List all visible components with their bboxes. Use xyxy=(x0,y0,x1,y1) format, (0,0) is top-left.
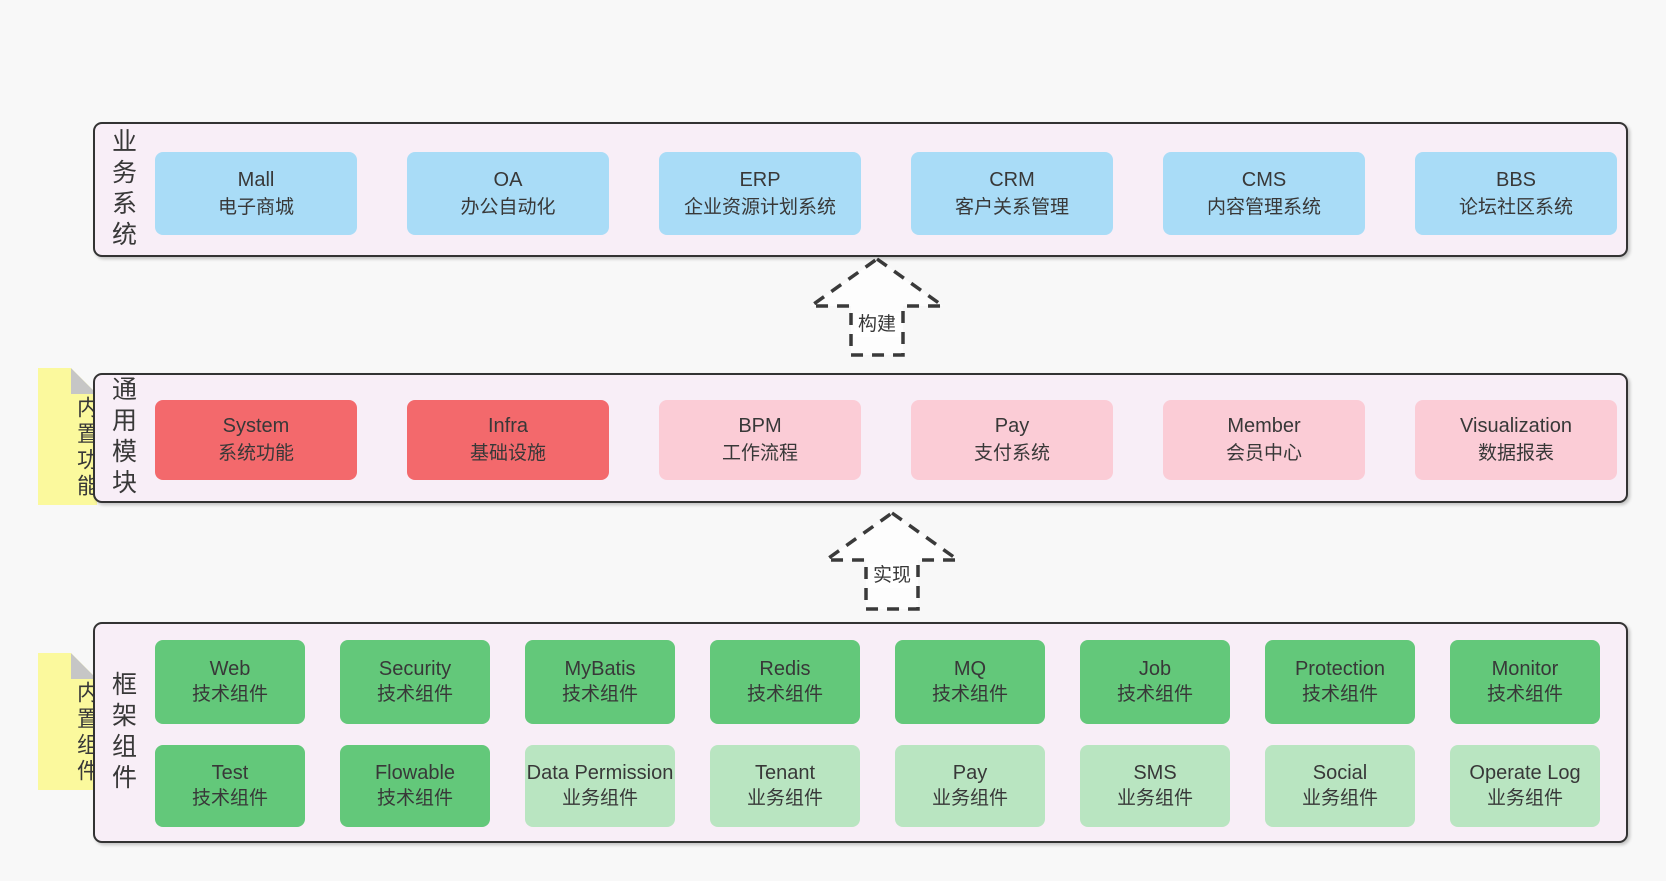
box-subtitle: 业务组件 xyxy=(1301,788,1378,809)
box-subtitle: 技术组件 xyxy=(746,684,823,705)
box-subtitle: 技术组件 xyxy=(376,684,453,705)
box-subtitle: 技术组件 xyxy=(191,684,268,705)
box-oa: OA 办公自动化 xyxy=(407,152,609,235)
box-name: Data Permission xyxy=(526,762,674,784)
box-job: Job 技术组件 xyxy=(1080,640,1230,724)
box-subtitle: 内容管理系统 xyxy=(1206,196,1321,218)
business-systems-container: 业务系统 Mall 电子商城 OA 办公自动化 ERP 企业资源计划系统 CRM… xyxy=(93,122,1628,257)
box-name: Security xyxy=(378,658,452,680)
box-name: Pay xyxy=(994,415,1030,437)
box-subtitle: 技术组件 xyxy=(1301,684,1378,705)
box-social: Social 业务组件 xyxy=(1265,745,1415,827)
box-subtitle: 业务组件 xyxy=(1116,788,1193,809)
box-mall: Mall 电子商城 xyxy=(155,152,357,235)
box-name: ERP xyxy=(739,168,781,191)
box-subtitle: 业务组件 xyxy=(931,788,1008,809)
section-label-framework: 框架组件 xyxy=(108,670,137,795)
box-name: Protection xyxy=(1294,658,1386,680)
sticky-note-label: 内置功能 xyxy=(74,396,99,500)
box-subtitle: 会员中心 xyxy=(1225,443,1302,464)
section-label-business: 业务系统 xyxy=(108,127,137,252)
box-name: Visualization xyxy=(1460,415,1572,437)
box-name: SMS xyxy=(1133,762,1177,784)
box-member: Member 会员中心 xyxy=(1163,400,1365,480)
box-subtitle: 技术组件 xyxy=(1486,684,1563,705)
box-name: BPM xyxy=(738,415,782,437)
box-tenant: Tenant 业务组件 xyxy=(710,745,860,827)
box-bbs: BBS 论坛社区系统 xyxy=(1415,152,1617,235)
box-crm: CRM 客户关系管理 xyxy=(911,152,1113,235)
box-name: Operate Log xyxy=(1469,762,1581,784)
box-name: Flowable xyxy=(374,762,456,784)
box-name: Pay xyxy=(952,762,988,784)
box-mq: MQ 技术组件 xyxy=(895,640,1045,724)
box-subtitle: 基础设施 xyxy=(469,443,546,464)
box-pay: Pay 支付系统 xyxy=(911,400,1113,480)
dashed-up-arrow-build xyxy=(807,256,947,357)
box-name: Web xyxy=(209,658,251,680)
dashed-up-arrow-implement xyxy=(822,510,962,611)
box-subtitle: 电子商城 xyxy=(217,196,294,218)
box-protection: Protection 技术组件 xyxy=(1265,640,1415,724)
box-mybatis: MyBatis 技术组件 xyxy=(525,640,675,724)
box-name: Tenant xyxy=(754,762,816,784)
box-name: Mall xyxy=(237,168,275,191)
box-name: MyBatis xyxy=(564,658,636,680)
box-sms: SMS 业务组件 xyxy=(1080,745,1230,827)
box-name: Job xyxy=(1138,658,1172,680)
box-name: Monitor xyxy=(1491,658,1559,680)
box-name: Social xyxy=(1312,762,1368,784)
box-name: Member xyxy=(1227,415,1301,437)
box-flowable: Flowable 技术组件 xyxy=(340,745,490,827)
box-redis: Redis 技术组件 xyxy=(710,640,860,724)
box-subtitle: 业务组件 xyxy=(561,788,638,809)
box-data-permission: Data Permission 业务组件 xyxy=(525,745,675,827)
box-bpm: BPM 工作流程 xyxy=(659,400,861,480)
box-operate-log: Operate Log 业务组件 xyxy=(1450,745,1600,827)
box-system: System 系统功能 xyxy=(155,400,357,480)
box-name: OA xyxy=(493,168,523,191)
box-subtitle: 系统功能 xyxy=(217,443,294,464)
box-subtitle: 办公自动化 xyxy=(460,196,556,218)
box-subtitle: 工作流程 xyxy=(721,443,798,464)
box-security: Security 技术组件 xyxy=(340,640,490,724)
framework-components-container: 框架组件 Web 技术组件 Security 技术组件 MyBatis 技术组件… xyxy=(93,622,1628,843)
box-subtitle: 论坛社区系统 xyxy=(1458,196,1573,218)
box-subtitle: 技术组件 xyxy=(376,788,453,809)
sticky-note-label: 内置组件 xyxy=(74,681,99,785)
box-pay-biz: Pay 业务组件 xyxy=(895,745,1045,827)
box-erp: ERP 企业资源计划系统 xyxy=(659,152,861,235)
box-subtitle: 客户关系管理 xyxy=(954,196,1069,218)
arrow-label-implement: 实现 xyxy=(868,564,916,588)
box-subtitle: 支付系统 xyxy=(973,443,1050,464)
box-name: MQ xyxy=(953,658,987,680)
box-infra: Infra 基础设施 xyxy=(407,400,609,480)
box-subtitle: 技术组件 xyxy=(561,684,638,705)
box-name: BBS xyxy=(1495,168,1537,191)
box-subtitle: 企业资源计划系统 xyxy=(683,196,836,218)
box-subtitle: 数据报表 xyxy=(1477,443,1554,464)
box-name: Test xyxy=(211,762,249,784)
sticky-note-built-in-features: 内置功能 xyxy=(38,368,97,505)
box-subtitle: 技术组件 xyxy=(191,788,268,809)
box-subtitle: 业务组件 xyxy=(746,788,823,809)
section-label-modules: 通用模块 xyxy=(108,376,137,500)
arrow-label-build: 构建 xyxy=(853,313,901,337)
box-name: CMS xyxy=(1241,168,1287,191)
common-modules-container: 通用模块 System 系统功能 Infra 基础设施 BPM 工作流程 Pay… xyxy=(93,373,1628,503)
box-visualization: Visualization 数据报表 xyxy=(1415,400,1617,480)
box-web: Web 技术组件 xyxy=(155,640,305,724)
box-monitor: Monitor 技术组件 xyxy=(1450,640,1600,724)
box-subtitle: 技术组件 xyxy=(1116,684,1193,705)
box-name: System xyxy=(222,415,290,437)
box-name: CRM xyxy=(989,168,1035,191)
sticky-note-built-in-components: 内置组件 xyxy=(38,653,97,790)
box-cms: CMS 内容管理系统 xyxy=(1163,152,1365,235)
box-name: Redis xyxy=(759,658,811,680)
box-name: Infra xyxy=(487,415,529,437)
box-subtitle: 业务组件 xyxy=(1486,788,1563,809)
box-test: Test 技术组件 xyxy=(155,745,305,827)
box-subtitle: 技术组件 xyxy=(931,684,1008,705)
